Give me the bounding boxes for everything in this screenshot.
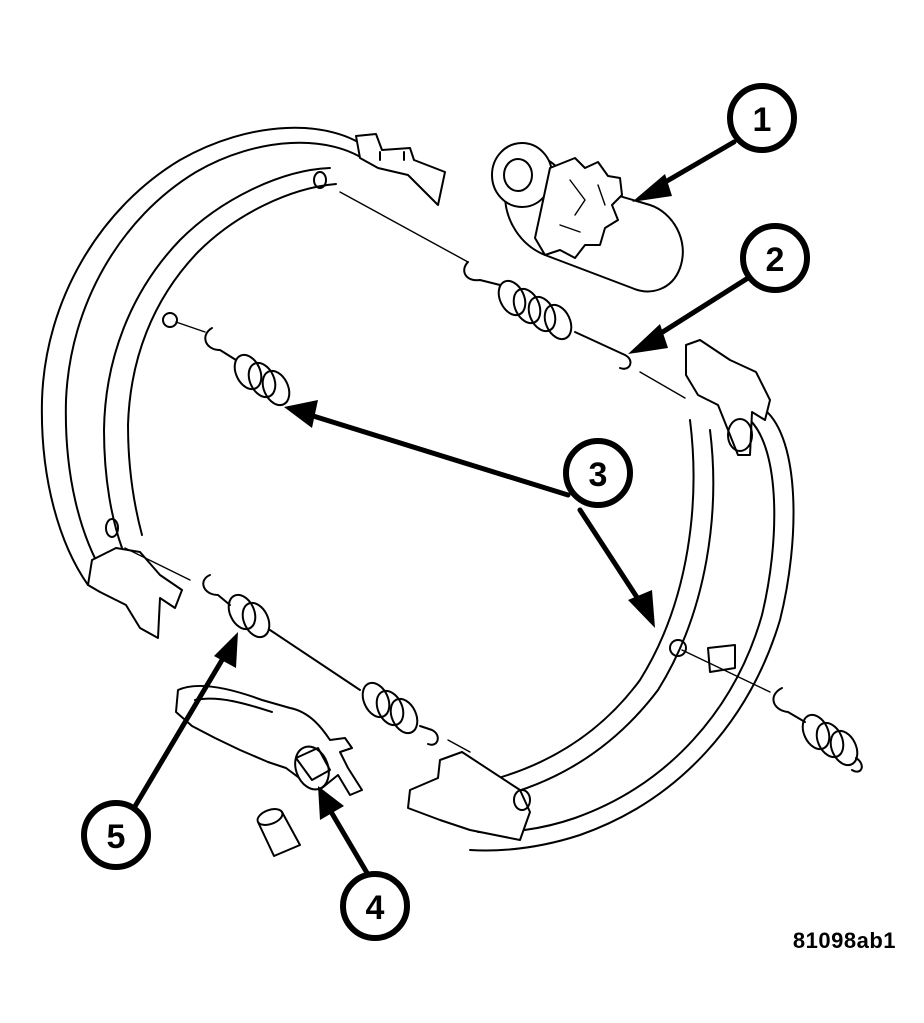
middle-spring [175, 321, 291, 407]
right-hold-down-spring [681, 649, 863, 773]
adjuster-screw [491, 142, 684, 293]
callout-4-label: 4 [366, 889, 385, 927]
pivot-pin [256, 808, 301, 857]
callout-5: 5 [81, 800, 151, 870]
callout-1: 1 [727, 83, 797, 153]
upper-return-spring [339, 191, 686, 399]
callout-1-label: 1 [753, 101, 772, 139]
callout-2: 2 [740, 223, 810, 293]
callout-2-label: 2 [766, 241, 785, 279]
callout-4: 4 [340, 871, 410, 941]
callout-3: 3 [563, 438, 633, 508]
callout-5-label: 5 [107, 818, 126, 856]
right-brake-shoe [407, 339, 795, 852]
adjuster-lever [175, 684, 363, 796]
left-brake-shoe [40, 126, 446, 639]
leader-lines [131, 139, 751, 881]
callout-3-label: 3 [589, 456, 608, 494]
figure-id: 81098ab1 [792, 928, 896, 953]
lower-return-spring [124, 547, 471, 753]
